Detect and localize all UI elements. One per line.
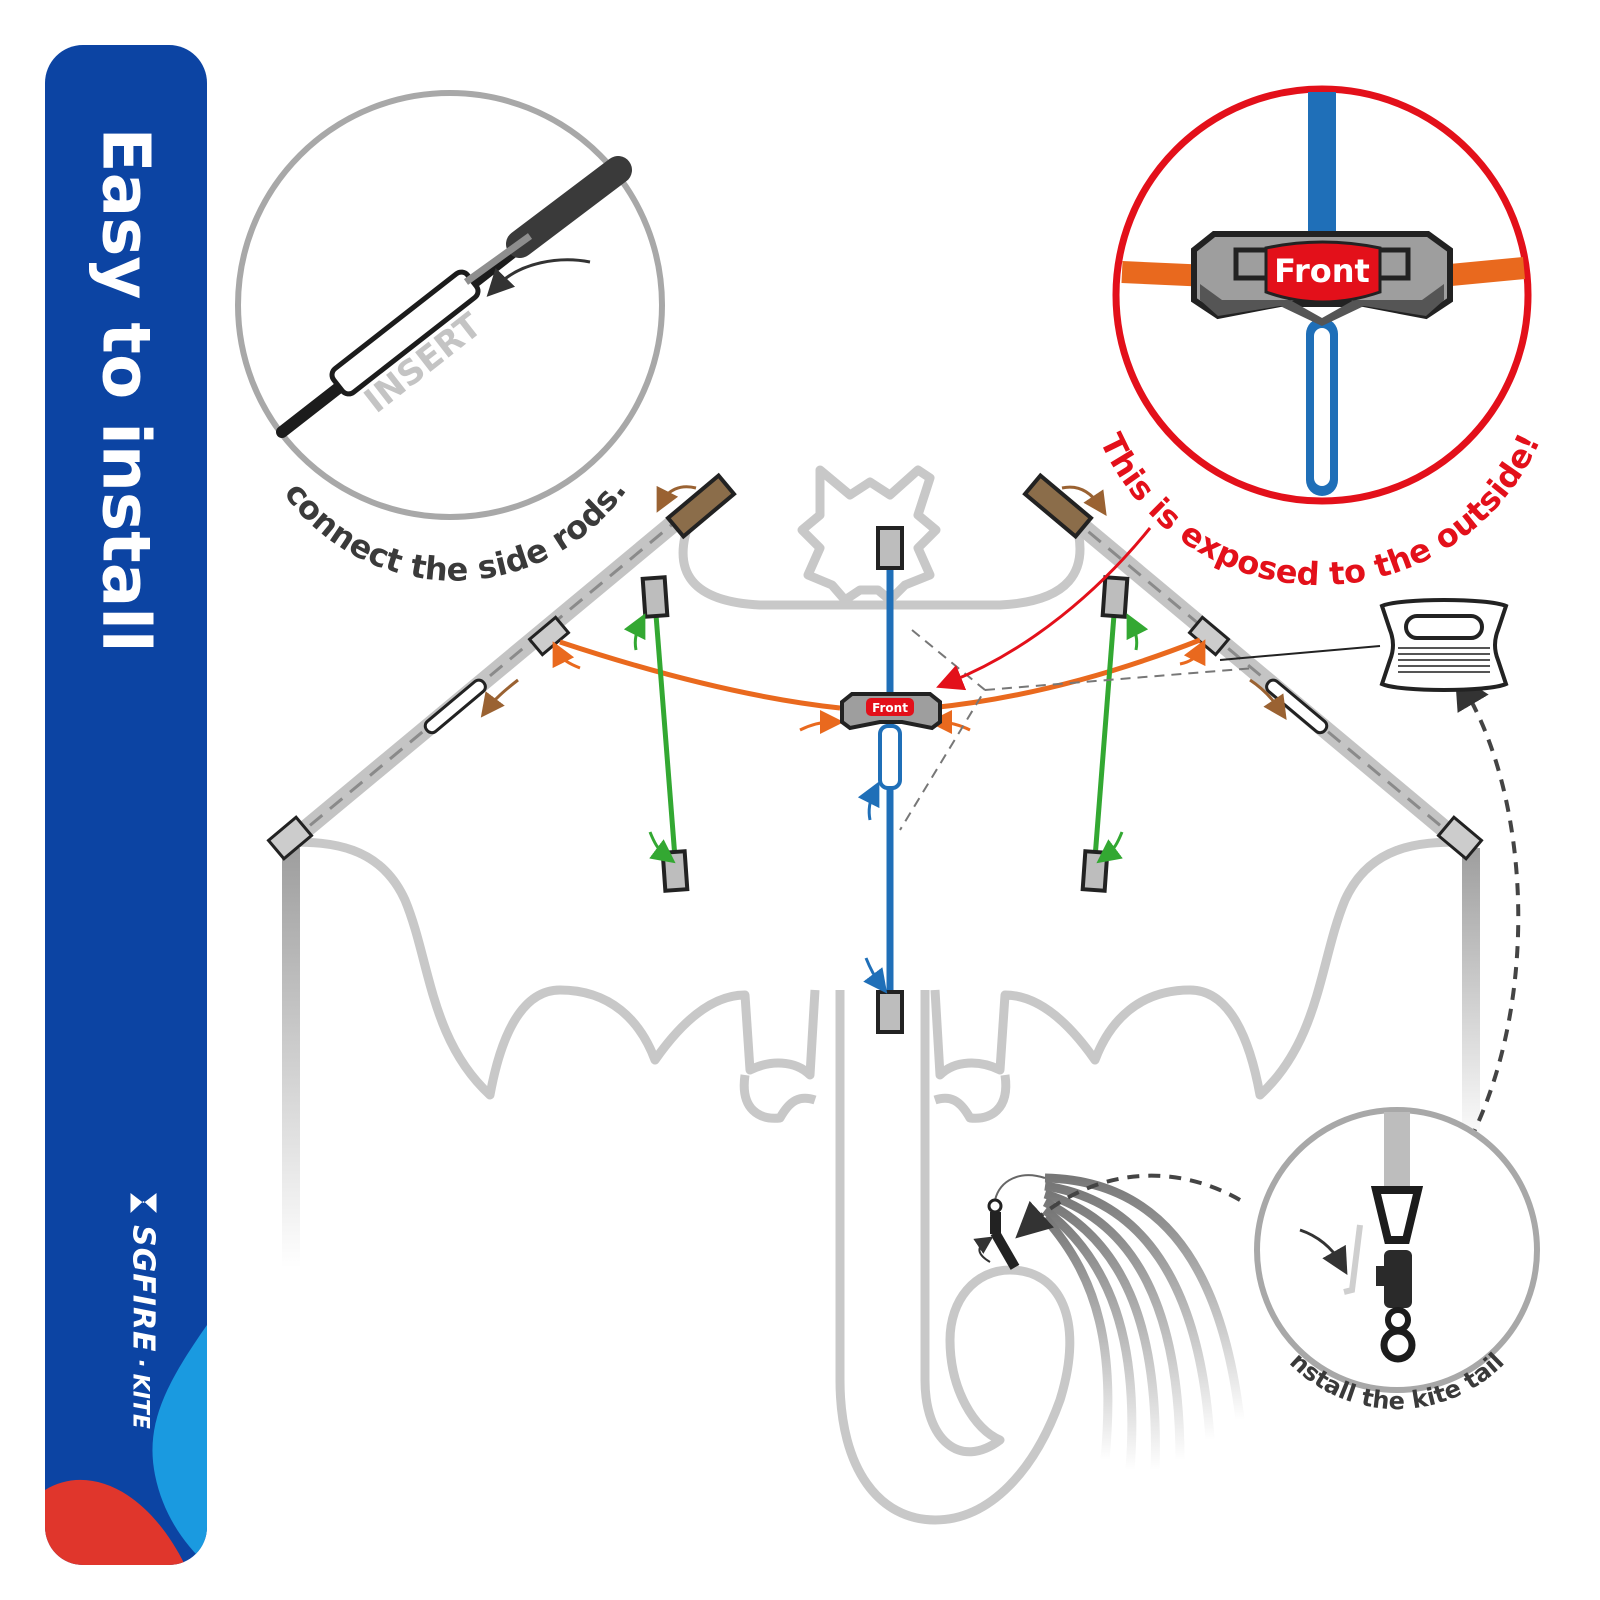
spine bbox=[876, 526, 904, 1034]
blue-arrows bbox=[857, 781, 888, 994]
banner-wave-decoration bbox=[45, 1325, 207, 1565]
winder-arrow bbox=[1454, 672, 1521, 1141]
insert-callout: INSERT connect the side rods. bbox=[235, 90, 665, 589]
leading-edge-spars bbox=[266, 472, 1484, 861]
side-banner: Easy to install SGFIRE·KITE bbox=[45, 45, 207, 1565]
front-callout: Front This is exposed to the outside! bbox=[1092, 85, 1548, 593]
green-arrows bbox=[623, 613, 1149, 864]
orange-arrows bbox=[552, 639, 1206, 735]
banner-title: Easy to install bbox=[87, 127, 165, 653]
kite-tail-streamers bbox=[1041, 1173, 1245, 1471]
guide-lines bbox=[899, 629, 1256, 831]
brown-arrows bbox=[480, 485, 1287, 720]
front-label: Front bbox=[1274, 252, 1370, 290]
tail-swivel bbox=[973, 1174, 1046, 1270]
brand-chevron-icon bbox=[130, 1193, 157, 1214]
center-connector: Front bbox=[840, 692, 942, 731]
line-winder bbox=[1379, 598, 1509, 692]
connector-label: Front bbox=[872, 701, 908, 715]
flying-line bbox=[1219, 645, 1381, 661]
brand-logo: SGFIRE·KITE bbox=[126, 1193, 161, 1429]
tail-attach-arrow bbox=[1015, 1173, 1241, 1239]
bat-outline bbox=[289, 465, 1461, 1525]
left-wing-leg bbox=[282, 848, 300, 1268]
red-pointer-arrow bbox=[936, 527, 1152, 691]
right-wing-leg bbox=[1462, 848, 1480, 1148]
